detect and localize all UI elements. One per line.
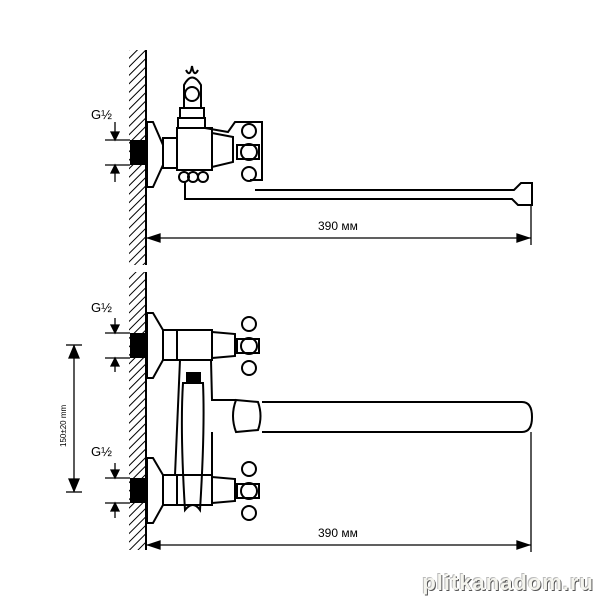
dimension-top	[105, 122, 532, 245]
spacing-label: 150±20 mm	[59, 404, 68, 447]
length-label-top: 390 мм	[318, 219, 358, 233]
thread-label-lower: G½	[91, 444, 112, 459]
length-label-front: 390 мм	[318, 526, 358, 540]
faucet-front-view	[130, 312, 534, 524]
wall-front	[129, 272, 147, 550]
faucet-top-view	[130, 65, 533, 206]
handle-upper	[236, 316, 260, 376]
thread-label-upper: G½	[91, 300, 112, 315]
watermark: plitkanadom.ru	[422, 570, 594, 595]
dimension-front	[66, 318, 532, 552]
thread-label-top: G½	[91, 107, 112, 122]
handle-lower	[236, 461, 260, 521]
